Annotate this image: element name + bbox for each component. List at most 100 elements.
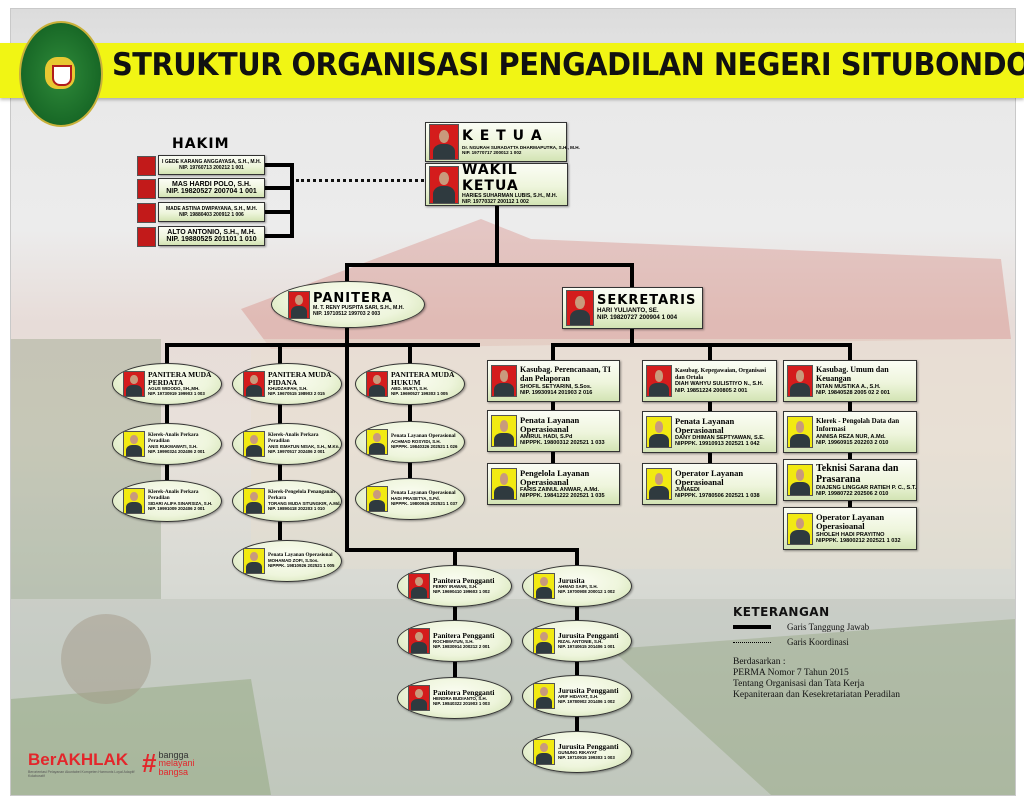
- person-nip: NIP. 19880525 201101 1 010: [166, 236, 257, 243]
- person-nip: NIP. 19760713 200212 1 001: [179, 165, 244, 171]
- person-photo: [123, 371, 145, 397]
- connector-line: [630, 265, 634, 287]
- person-nip: NIPPPK. 19841222 202521 1 035: [520, 493, 605, 500]
- person-nip: NIP. 19840528 2005 02 2 001: [816, 389, 890, 396]
- photo-body: [432, 186, 456, 203]
- person-nip: NIP. 19710512 199703 2 003: [313, 310, 381, 317]
- basis-line: Kepaniteraan dan Kesekretariatan Peradil…: [733, 689, 900, 700]
- photo-head: [130, 435, 138, 445]
- person-photo: [408, 685, 430, 711]
- person-name: ANIS RUKMAWATI, S.H.: [148, 443, 198, 449]
- person-photo: [646, 468, 672, 500]
- basis-line: Berdasarkan :: [733, 657, 786, 667]
- connector-line: [453, 550, 457, 677]
- person-nip: NIP. 19991009 202406 2 001: [148, 505, 205, 511]
- photo-body: [649, 433, 669, 447]
- person-name: M. T. RENY PUSPITA SARI, S.H., M.H.: [313, 304, 404, 311]
- slogan-word: melayani: [158, 758, 195, 769]
- person-photo: [243, 488, 265, 514]
- person-name: Dr. NGURAH SURADATTA DHARMAPUTRA, S.H., …: [462, 144, 580, 150]
- photo-head: [295, 295, 303, 305]
- legend-dotted-label: Garis Koordinasi: [787, 637, 849, 647]
- photo-body: [536, 587, 552, 598]
- person-name: DIAJENG LINGGAR RATIEH P. C., S.T.: [816, 484, 917, 491]
- person-name: RIZAL ANTONIE, S.H.: [558, 639, 603, 645]
- connector-line: [708, 345, 712, 463]
- position-title: Penata Layanan Operasional: [268, 552, 333, 559]
- page-title: STRUKTUR ORGANISASI PENGADILAN NEGERI SI…: [112, 47, 1024, 83]
- position-title: Penata Layanan Operasioanal: [675, 415, 735, 435]
- person-nip: NIP. 19700908 200012 1 002: [558, 589, 615, 595]
- photo-head: [415, 577, 423, 587]
- photo-body: [494, 382, 514, 396]
- photo-head: [795, 421, 805, 433]
- photo-head: [438, 129, 450, 143]
- position-title: Jurusita Pengganti: [558, 631, 619, 641]
- legend-solid: Garis Tanggung Jawab: [733, 622, 900, 632]
- position-title: PANITERA MUDA PERDATA: [148, 369, 211, 388]
- person-nip: NIP. 19960915 202203 2 010: [816, 439, 889, 446]
- photo-body: [126, 385, 142, 396]
- photo-head: [415, 632, 423, 642]
- connector-line: [630, 328, 634, 345]
- position-title: Jurusita Pengganti: [558, 686, 619, 696]
- photo-head: [654, 473, 664, 485]
- person-name: MAS HARDI POLO, S.H.: [172, 181, 251, 188]
- person-name: TORANG MUDA SITUNGKIR, A.Md.: [268, 500, 341, 506]
- photo-head: [499, 370, 509, 382]
- person-photo: [429, 124, 459, 160]
- photo-body: [126, 445, 142, 456]
- photo-body: [246, 385, 262, 396]
- person-photo: [491, 415, 517, 447]
- connector-line: [345, 265, 349, 283]
- person-photo: [533, 628, 555, 654]
- photo-head: [130, 375, 138, 385]
- person-name: SIDARI ALIFA SINARSIZA, S.H.: [148, 500, 213, 506]
- person-name: DANY DHIMAN SEPTYAWAN, S.E.: [675, 435, 765, 442]
- photo-body: [369, 443, 385, 454]
- photo-head: [654, 370, 664, 382]
- hakim-photo: [137, 203, 156, 223]
- person-nip: NIPPPK. 19840326 202521 1 026: [391, 443, 458, 449]
- person-photo: [787, 512, 813, 545]
- photo-head: [540, 577, 548, 587]
- photo-head: [373, 433, 381, 443]
- position-title: Jurusita Pengganti: [558, 742, 619, 752]
- connector-line: [265, 163, 294, 167]
- photo-body: [291, 305, 307, 318]
- coordination-line: [296, 179, 424, 182]
- person-nip: NIP. 19851224 200805 2 001: [675, 387, 748, 394]
- photo-body: [494, 432, 514, 446]
- person-nip: NIP. 19710915 199303 1 003: [558, 755, 615, 761]
- person-name: SHOLEH HADI PRAYITNO: [816, 531, 885, 538]
- photo-head: [795, 370, 805, 382]
- person-name: I GEDE KARANG ANGGAYASA, S.H., M.H.: [162, 159, 261, 165]
- person-photo: [491, 468, 517, 500]
- person-nip: NIP. 19670515 198903 2 015: [268, 391, 325, 397]
- photo-head: [415, 689, 423, 699]
- connector-line: [265, 234, 294, 238]
- photo-body: [246, 502, 262, 513]
